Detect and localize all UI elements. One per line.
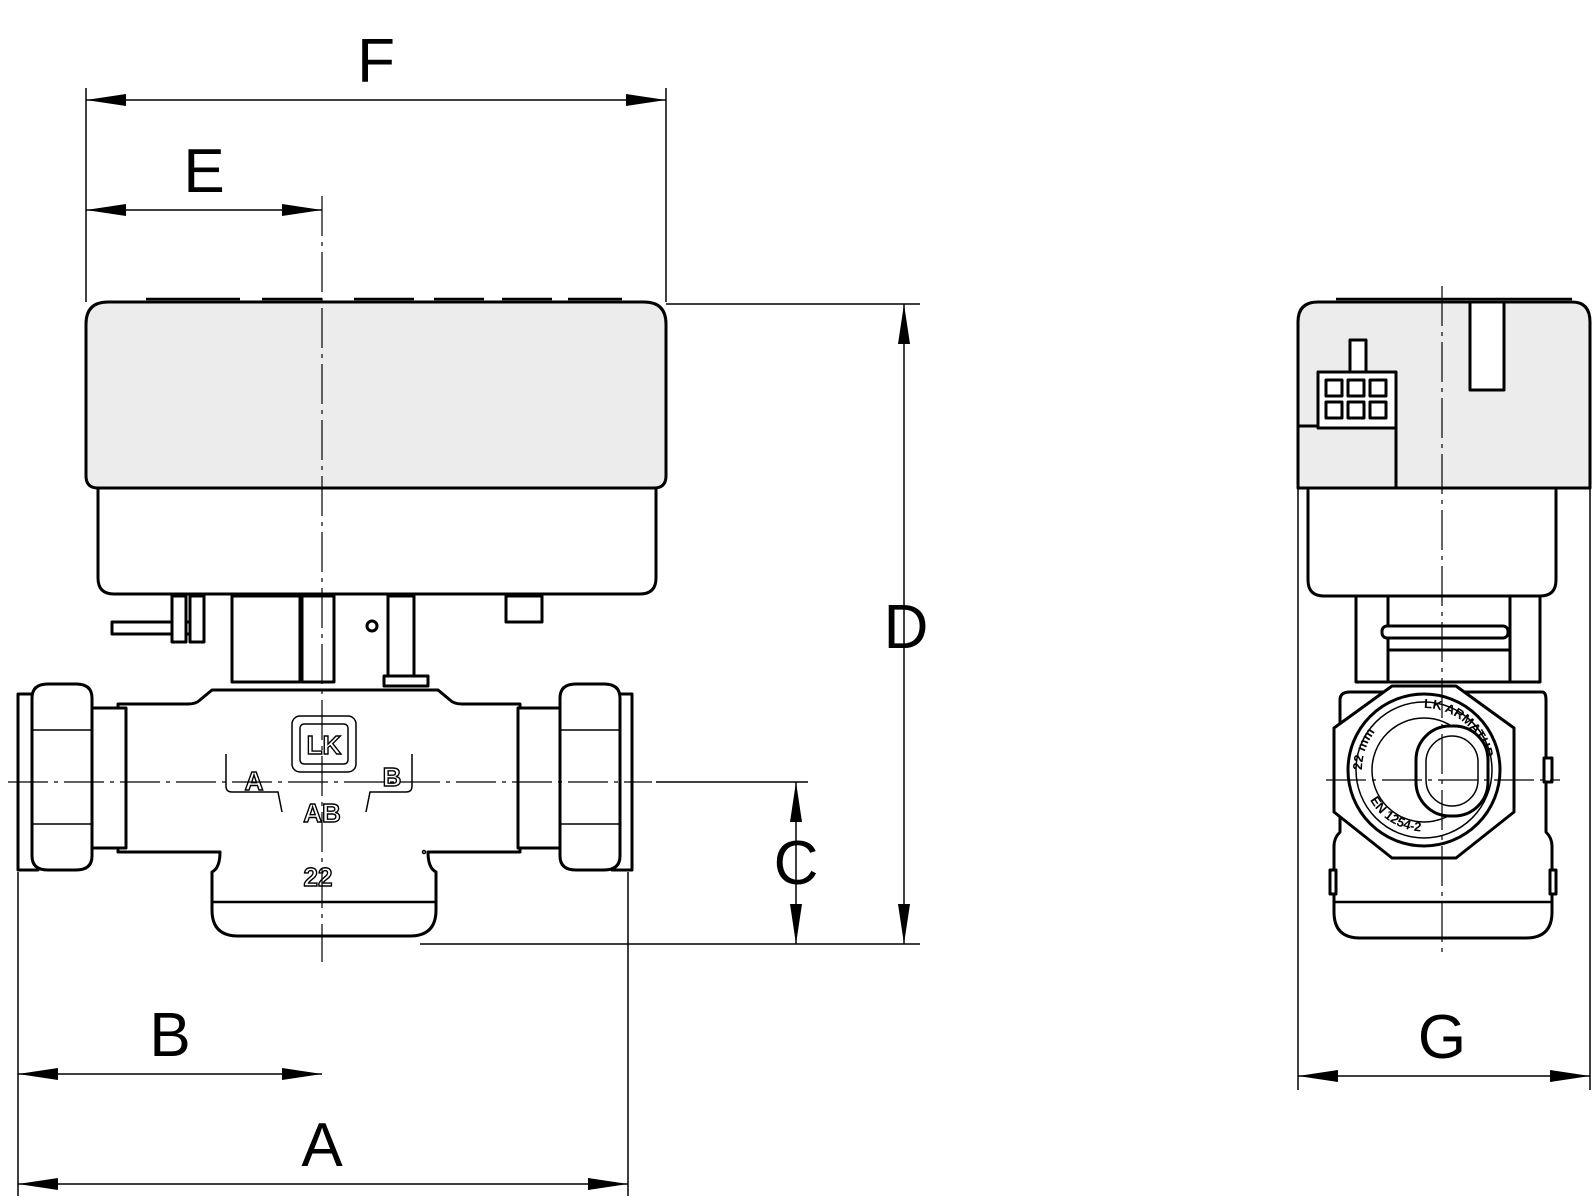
port-b-label: B xyxy=(383,762,402,792)
dimension-E: E xyxy=(86,137,322,216)
side-bracket xyxy=(1354,594,1542,684)
left-connector xyxy=(16,682,128,872)
side-actuator-lower-housing xyxy=(1306,484,1558,598)
port-a-label: A xyxy=(245,766,264,796)
dimension-label-D: D xyxy=(884,593,929,662)
logo-text: LK xyxy=(307,730,342,760)
dimension-label-C: C xyxy=(774,829,819,898)
logo-frame xyxy=(291,715,357,773)
connector-pin-grid xyxy=(1324,378,1388,420)
dimension-B: B xyxy=(18,1001,322,1080)
dimension-label-B: B xyxy=(149,1001,190,1070)
valve-body xyxy=(116,688,522,938)
dimension-C: C xyxy=(774,782,819,944)
right-connector xyxy=(516,682,634,872)
dimension-label-E: E xyxy=(183,137,224,206)
side-indicator xyxy=(1468,300,1506,392)
size-label: 22 xyxy=(304,862,333,892)
mounting-bracket xyxy=(110,594,544,688)
dimension-A: A xyxy=(18,1111,628,1190)
side-view: 22 mm LK ARMATUR EN 1254-2 xyxy=(1296,286,1592,958)
dimension-label-G: G xyxy=(1418,1003,1466,1072)
actuator-cover xyxy=(84,300,668,490)
dimension-G: G xyxy=(1298,1003,1590,1082)
dimension-F: F xyxy=(86,27,666,106)
bracket-screw xyxy=(365,619,379,633)
dimension-D: D xyxy=(884,304,929,944)
front-view: LK A B AB 22 xyxy=(8,196,668,962)
dimensions: F E D C B xyxy=(17,27,1591,1196)
side-port-opening xyxy=(1414,724,1490,818)
actuator-lower-housing xyxy=(96,484,658,596)
dimension-label-F: F xyxy=(357,27,395,96)
dimension-label-A: A xyxy=(301,1111,343,1180)
